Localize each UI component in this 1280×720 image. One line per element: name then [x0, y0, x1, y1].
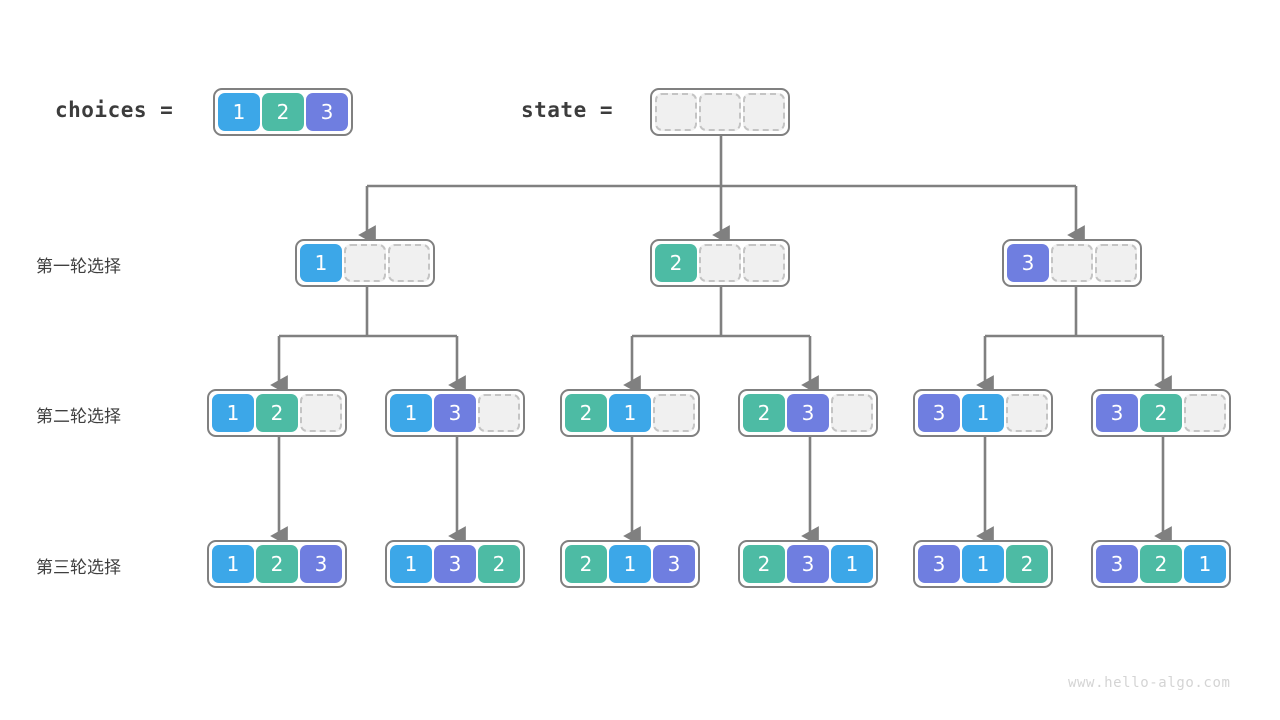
round1-node-3: 3: [1002, 239, 1142, 287]
cell-value-3: 3: [434, 545, 476, 583]
cell-value-2: 2: [1140, 394, 1182, 432]
cell-value-1: 1: [609, 394, 651, 432]
cell-value-3: 3: [653, 545, 695, 583]
cell-empty: [1184, 394, 1226, 432]
choices-label: choices =: [55, 98, 174, 122]
cell-value-2: 2: [565, 394, 607, 432]
cell-value-3: 3: [300, 545, 342, 583]
cell-value-3: 3: [1007, 244, 1049, 282]
round1-node-2: 2: [650, 239, 790, 287]
cell-value-3: 3: [1096, 545, 1138, 583]
cell-value-2: 2: [743, 394, 785, 432]
cell-value-1: 1: [390, 545, 432, 583]
cell-value-2: 2: [262, 93, 304, 131]
cell-value-3: 3: [306, 93, 348, 131]
cell-value-1: 1: [1184, 545, 1226, 583]
cell-value-1: 1: [390, 394, 432, 432]
cell-value-3: 3: [918, 394, 960, 432]
cell-empty: [699, 244, 741, 282]
cell-value-1: 1: [212, 394, 254, 432]
cell-empty: [344, 244, 386, 282]
watermark: www.hello-algo.com: [1068, 675, 1231, 691]
cell-value-3: 3: [918, 545, 960, 583]
cell-value-2: 2: [1140, 545, 1182, 583]
cell-value-3: 3: [1096, 394, 1138, 432]
row-label-round3: 第三轮选择: [36, 558, 121, 578]
cell-empty: [300, 394, 342, 432]
cell-value-1: 1: [300, 244, 342, 282]
cell-empty: [1051, 244, 1093, 282]
cell-value-3: 3: [787, 545, 829, 583]
cell-empty: [653, 394, 695, 432]
cell-value-1: 1: [218, 93, 260, 131]
cell-value-3: 3: [787, 394, 829, 432]
cell-value-3: 3: [434, 394, 476, 432]
row-label-round2: 第二轮选择: [36, 407, 121, 427]
cell-value-1: 1: [962, 545, 1004, 583]
cell-value-2: 2: [565, 545, 607, 583]
cell-empty: [478, 394, 520, 432]
cell-value-2: 2: [655, 244, 697, 282]
row-label-round1: 第一轮选择: [36, 257, 121, 277]
state-array: [650, 88, 790, 136]
cell-value-1: 1: [962, 394, 1004, 432]
cell-empty: [743, 244, 785, 282]
cell-empty: [1006, 394, 1048, 432]
cell-value-1: 1: [831, 545, 873, 583]
state-label: state =: [521, 98, 614, 122]
cell-empty: [743, 93, 785, 131]
cell-value-2: 2: [256, 545, 298, 583]
cell-value-2: 2: [1006, 545, 1048, 583]
cell-value-1: 1: [609, 545, 651, 583]
cell-value-2: 2: [743, 545, 785, 583]
cell-empty: [655, 93, 697, 131]
cell-value-1: 1: [212, 545, 254, 583]
cell-value-2: 2: [478, 545, 520, 583]
round1-node-1: 1: [295, 239, 435, 287]
cell-empty: [699, 93, 741, 131]
cell-empty: [831, 394, 873, 432]
cell-value-2: 2: [256, 394, 298, 432]
cell-empty: [1095, 244, 1137, 282]
cell-empty: [388, 244, 430, 282]
